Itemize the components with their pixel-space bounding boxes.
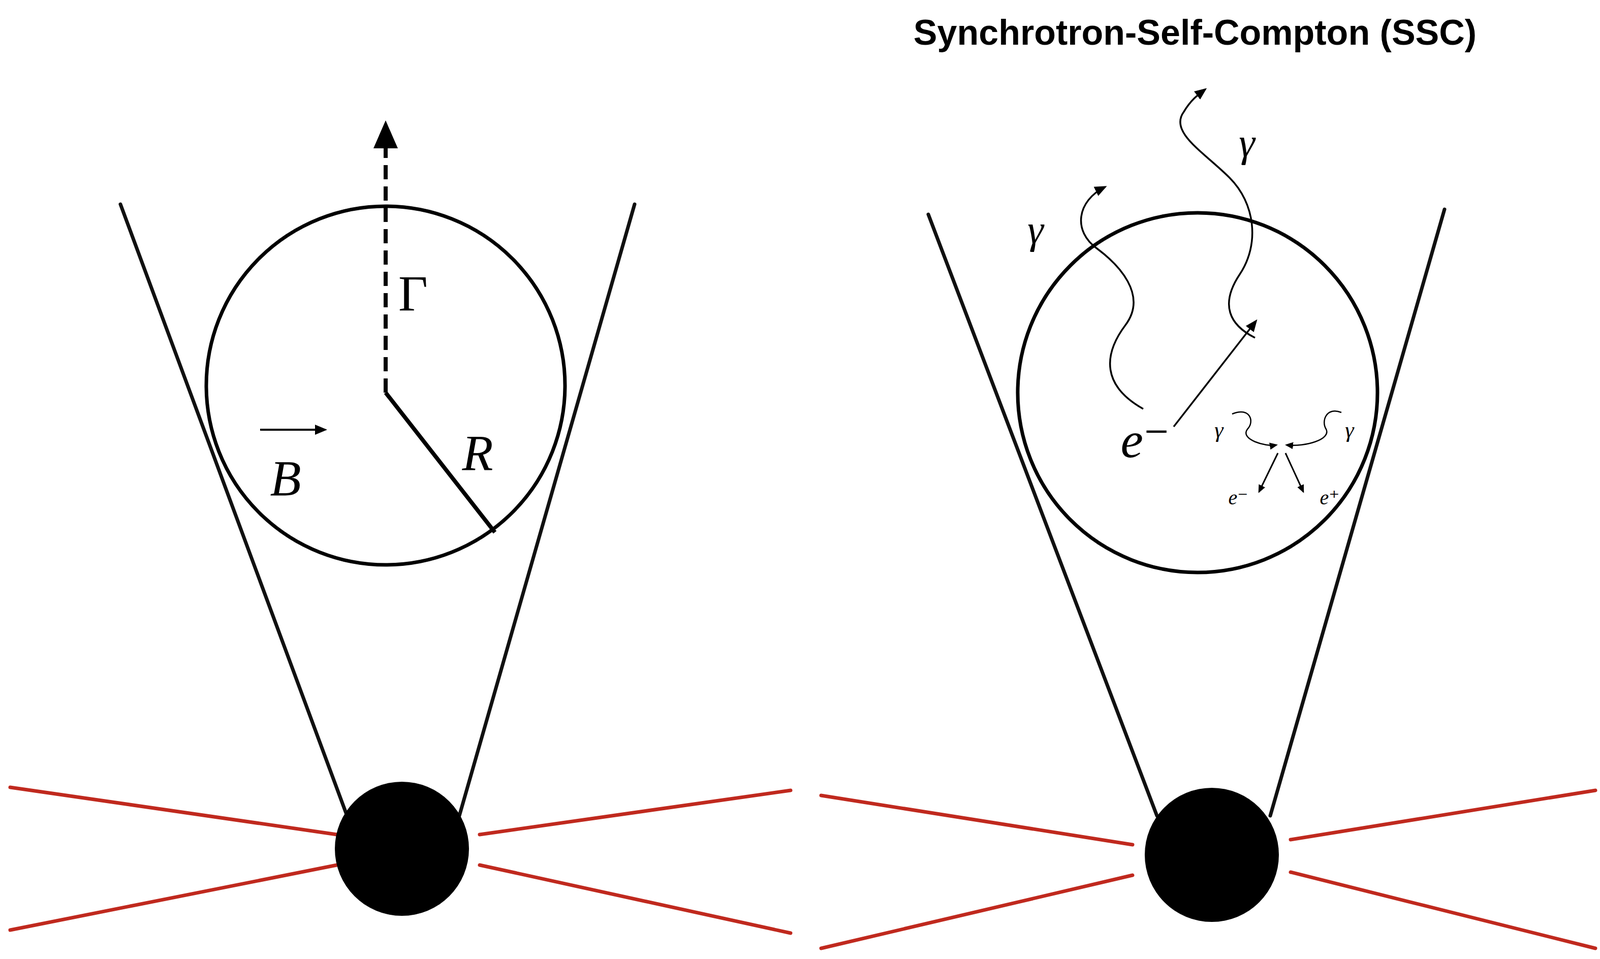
velocity-arrowhead bbox=[373, 120, 398, 149]
black-hole bbox=[334, 781, 469, 917]
blob-outline bbox=[1015, 210, 1380, 575]
electron-symbol: e⁻ bbox=[1120, 415, 1170, 466]
photon-symbol: γ bbox=[1214, 419, 1223, 442]
radius-symbol: R bbox=[461, 427, 493, 479]
emission-blob: Γ B R bbox=[204, 204, 568, 568]
positron-symbol: e⁺ bbox=[1320, 487, 1340, 509]
emission-blob: e⁻ γ γ e⁻ e⁺ bbox=[1015, 210, 1380, 575]
photon-label: γ bbox=[1238, 122, 1256, 164]
disk-lines bbox=[10, 787, 1596, 949]
photon-paths bbox=[1081, 89, 1342, 492]
blob-outline bbox=[204, 204, 568, 568]
radius-line bbox=[385, 392, 495, 533]
title: Synchrotron-Self-Compton (SSC) bbox=[913, 14, 1477, 51]
jet-cone bbox=[120, 204, 1445, 817]
electron-symbol: e⁻ bbox=[1228, 487, 1249, 509]
gamma-lorentz: Γ bbox=[398, 268, 428, 320]
black-hole bbox=[1144, 788, 1279, 923]
field-symbol: B bbox=[269, 453, 301, 505]
velocity-arrow bbox=[383, 148, 388, 393]
photon-label: γ bbox=[1027, 209, 1044, 250]
photon-symbol: γ bbox=[1344, 419, 1354, 442]
vector-arrow bbox=[260, 428, 326, 431]
